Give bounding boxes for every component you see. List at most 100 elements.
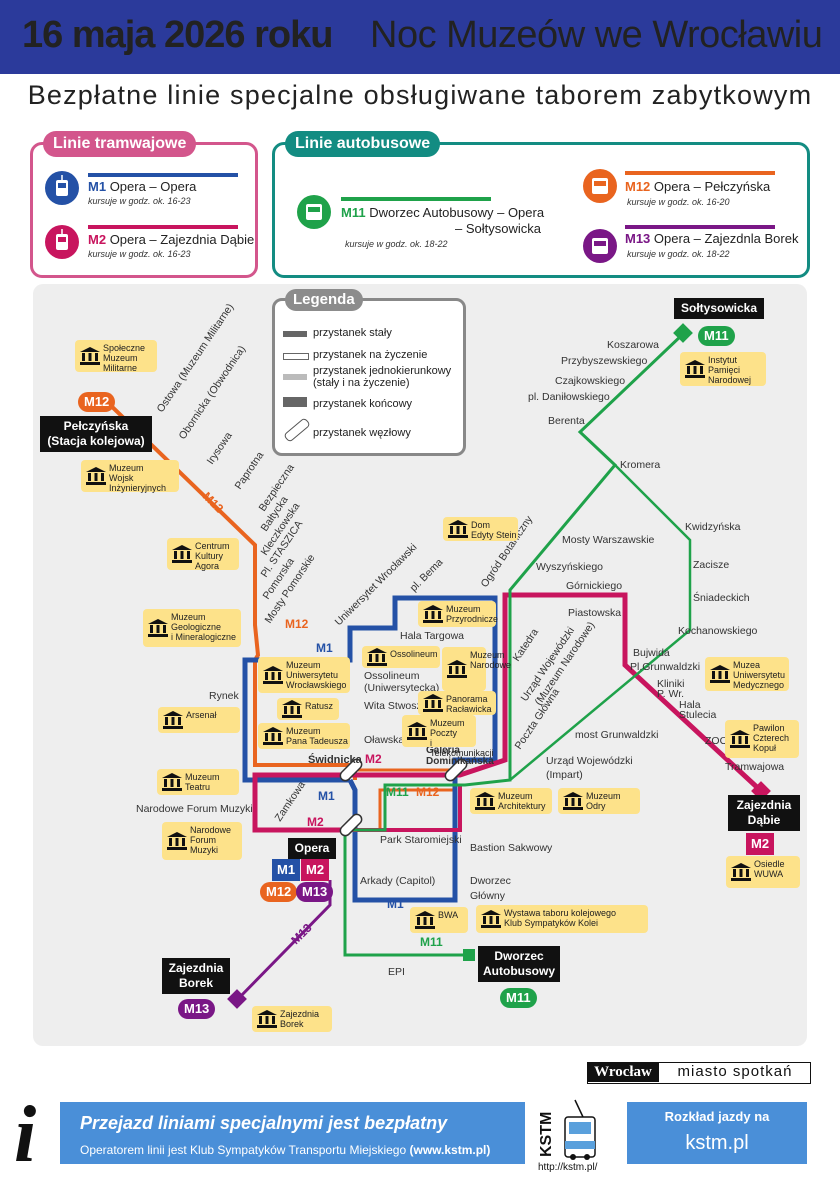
tram-icon	[45, 225, 79, 259]
stop-label: Arkady (Capitol)	[360, 875, 435, 887]
stop-label: Kwidzyńska	[685, 521, 741, 533]
museum-icon	[86, 467, 106, 485]
museum-icon	[731, 863, 751, 881]
stop-label: Berenta	[548, 415, 585, 427]
museum-name-line: Instytut	[708, 355, 738, 365]
line-tag: M12	[285, 617, 309, 631]
stop-label: Hala	[679, 699, 701, 711]
terminal-name-2: Dąbie	[747, 813, 781, 827]
museum-name-line: Muzeum	[171, 612, 206, 622]
free-ride-notice: Przejazd liniami specjalnymi jest bezpła…	[80, 1113, 448, 1133]
stop-label: Świdnicka	[308, 753, 363, 766]
header-bar	[0, 0, 840, 74]
museum-name-line: Uniwersytetu	[286, 670, 339, 680]
stop-label: Uniwersytet Wrocławski	[333, 541, 420, 628]
wroclaw-logo-b: miasto spotkań	[677, 1063, 793, 1080]
m2-route-line	[350, 785, 462, 832]
stop-label: Bujwida	[633, 647, 670, 659]
museum-name-line: Agora	[195, 561, 220, 571]
museum-name-line: Przyrodnicze	[446, 614, 499, 624]
node-stop-icon	[283, 417, 311, 443]
stop-label: Oławska	[364, 734, 404, 746]
m11-route: M11 Dworzec Autobusowy – Opera	[341, 205, 544, 220]
museum-name-line: Osiedle	[754, 859, 785, 869]
m13-hours: kursuje w godz. ok. 18-22	[627, 249, 730, 259]
museum-name-line: Arsenał	[186, 710, 217, 720]
kstm-url[interactable]: http://kstm.pl/	[538, 1162, 598, 1173]
m1-route: M1 Opera – Opera	[88, 179, 196, 194]
stop-label: Dominikańska	[426, 756, 494, 767]
stop-label: pl. Daniłowskiego	[528, 391, 610, 403]
museum-name-line: Kultury	[195, 551, 224, 561]
museum-name-line: Wojsk	[109, 473, 134, 483]
m13-code: M13	[625, 231, 651, 246]
stop-label: Hala Targowa	[400, 630, 464, 642]
m11-line-bar	[341, 197, 491, 201]
stop-label: Wita Stwosza	[364, 700, 428, 712]
museum-card-arsenal: Arsenał	[158, 707, 240, 733]
stop-label: Dworzec	[470, 875, 511, 887]
museum-name-line: Ratusz	[305, 701, 334, 711]
museum-name-line: Czterech	[753, 733, 790, 743]
museum-name-line: i Telekomunikacji	[430, 738, 494, 758]
bus-lines-panel: Linie autobusowe M11 Dworzec Autobusowy …	[272, 131, 810, 278]
line-tag: M1	[318, 789, 335, 803]
stop-label: Przybyszewskiego	[561, 355, 648, 367]
museum-icon	[282, 700, 302, 718]
museum-card-ossolineum: Ossolineum	[362, 646, 440, 668]
museum-icon	[80, 347, 100, 365]
museum-name-line: Muzeum	[498, 791, 533, 801]
m13-badge: M13	[178, 999, 216, 1019]
terminal-pelczynska: Pełczyńska(Stacja kolejowa)	[40, 416, 152, 452]
terminal-name-2: Autobusowy	[483, 964, 555, 978]
museum-name-line: Muzeum	[430, 718, 465, 728]
museum-icon	[407, 722, 427, 740]
tram-lines-panel: Linie tramwajowe M1 Opera – Opera kursuj…	[30, 131, 258, 278]
m1-route-text: Opera – Opera	[109, 179, 197, 194]
m1-route-line	[347, 778, 458, 903]
stop-label: EPI	[388, 966, 405, 978]
museum-icon	[148, 619, 168, 637]
museum-icon	[263, 727, 283, 745]
stop-label: Koszarowa	[607, 339, 659, 351]
stop-label: Kochanowskiego	[678, 625, 758, 637]
tram-icon	[45, 171, 79, 205]
m2-code: M2	[88, 232, 107, 247]
museum-icon	[263, 666, 283, 684]
m1-code: M1	[88, 179, 107, 194]
museum-card-ratusz: Ratusz	[277, 698, 339, 720]
line-tag: M2	[307, 815, 324, 829]
m11-code: M11	[341, 205, 366, 220]
m12-line-bar	[625, 171, 775, 175]
museum-name-line: Muzyki	[190, 845, 219, 855]
m12-code: M12	[625, 179, 651, 194]
m1-badge: M1	[272, 859, 301, 881]
legend-item: (stały i na życzenie)	[313, 377, 410, 389]
m2-route-text: Opera – Zajezdnia Dąbie	[109, 232, 255, 247]
stop-label: Ossolineum	[364, 670, 420, 682]
line-tag: M11	[386, 785, 409, 799]
kstm-logo: KSTM	[535, 1095, 627, 1175]
timetable-url[interactable]: kstm.pl	[685, 1132, 749, 1154]
legend-title: Legenda	[285, 289, 363, 311]
operator-url[interactable]: (www.kstm.pl)	[409, 1143, 491, 1157]
museum-name-line: Muzeum	[470, 650, 505, 660]
stop-label: Mosty Warszawskie	[562, 534, 655, 546]
m11-route-line	[343, 332, 685, 957]
